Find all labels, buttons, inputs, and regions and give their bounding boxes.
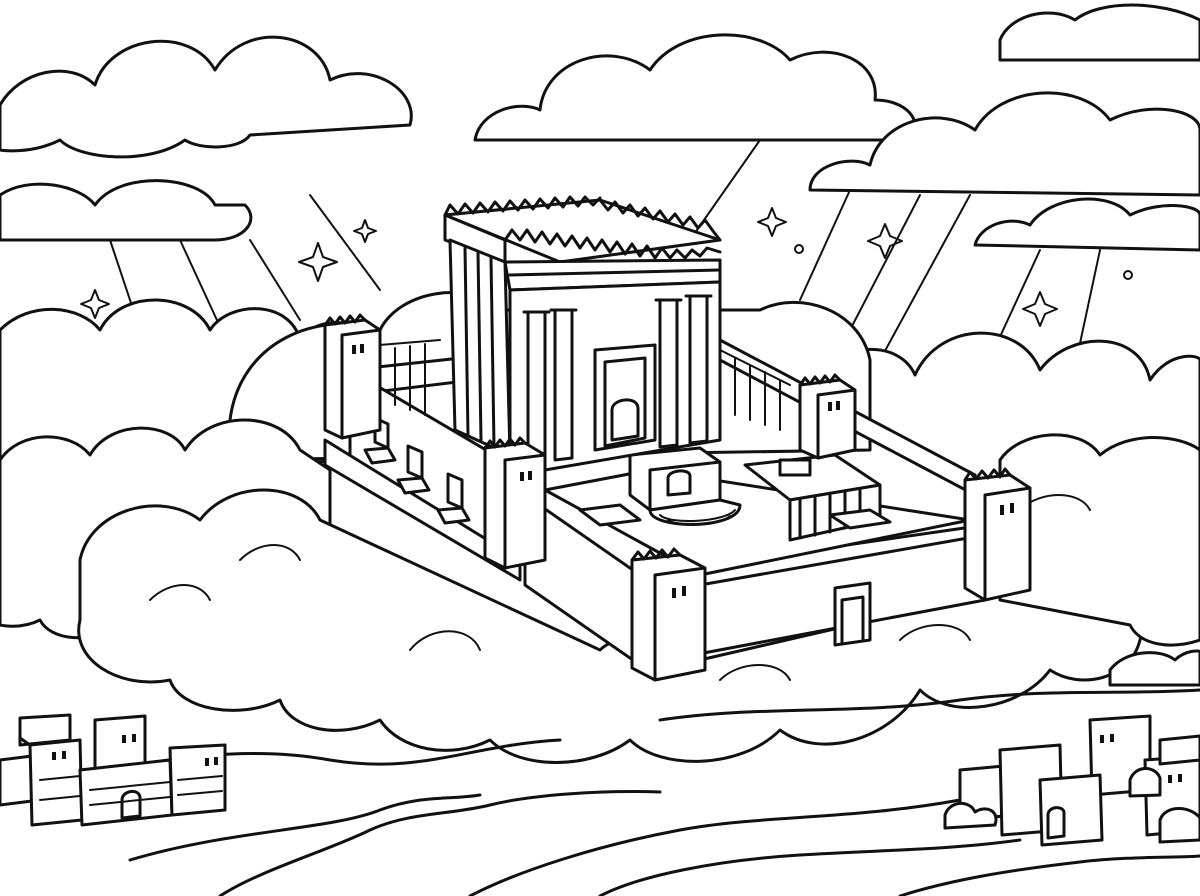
cloud-top-left: [0, 35, 413, 159]
wall-gate-2: [406, 444, 424, 480]
roof-crenellations-left: [443, 195, 602, 217]
sanctuary-column: [526, 310, 547, 464]
sky-clouds: [0, 3, 1200, 252]
dot-star-icon: [1123, 270, 1133, 280]
sanctuary-column: [658, 298, 679, 449]
village-door: [1046, 806, 1066, 840]
altar-arch-door: [666, 469, 692, 497]
temple-complex: [323, 195, 1032, 682]
tower-front-right: [963, 467, 1032, 602]
cloud-top-far-right: [998, 3, 1200, 62]
village-house: [1158, 734, 1200, 766]
star-icon: [1022, 291, 1058, 327]
star-icon: [298, 242, 338, 282]
bush-icon: [943, 801, 998, 830]
tower-back-right: [798, 373, 857, 460]
cloud-right-lower: [998, 433, 1200, 647]
star-icon: [80, 289, 110, 319]
wall-gate-3: [446, 472, 464, 510]
lower-cloud-mass: [0, 418, 1200, 764]
cloud-top-right: [808, 91, 1200, 197]
star-icon: [757, 207, 787, 237]
star-icon: [353, 219, 377, 243]
bush-icon: [1158, 807, 1200, 844]
village-house: [93, 714, 147, 772]
cloud-left-band: [0, 179, 253, 242]
village-house: [168, 743, 227, 817]
village-right: [943, 714, 1200, 847]
cloud-top-center: [473, 33, 917, 142]
village-gate: [120, 790, 142, 820]
courtyard-square-left: [578, 503, 642, 527]
landscape: [0, 688, 1200, 896]
village-left: [0, 713, 227, 827]
tower-front-left: [483, 436, 547, 570]
bush-icon: [1128, 767, 1162, 798]
inner-building-roof-opening: [778, 458, 812, 477]
roof-crenellations-right: [598, 198, 722, 242]
dot-star-icon: [794, 244, 804, 254]
tower-back-left: [323, 313, 382, 440]
sanctuary-portal-arch: [610, 398, 640, 442]
star-icon: [867, 223, 903, 259]
sanctuary-column: [553, 308, 574, 462]
courtyard-square-center: [828, 508, 892, 530]
sanctuary-column: [688, 294, 709, 445]
hill-line-2: [128, 793, 482, 862]
tower-front-center: [630, 547, 707, 682]
river-path: [218, 790, 662, 896]
front-wall-gate: [833, 581, 872, 647]
cloud-right-band: [973, 197, 1200, 252]
roof-crenellations-front: [503, 228, 722, 260]
